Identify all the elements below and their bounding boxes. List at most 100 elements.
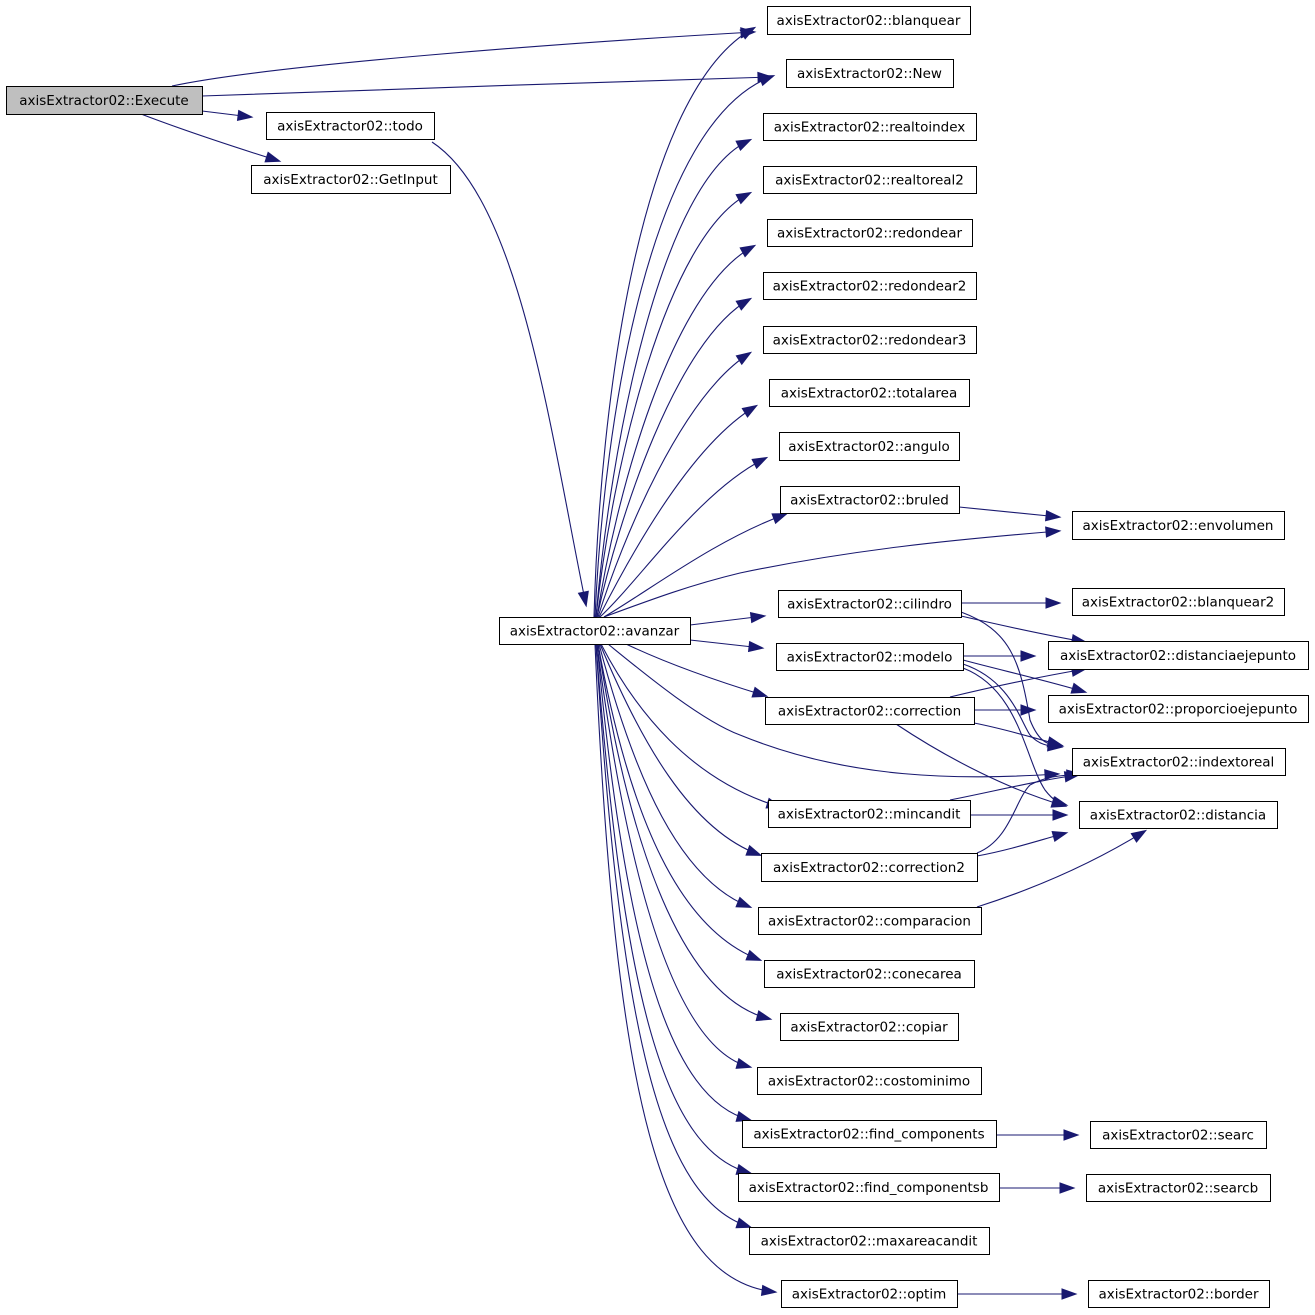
node-optim[interactable]: axisExtractor02::optim (781, 1280, 958, 1308)
node-blanquear2[interactable]: axisExtractor02::blanquear2 (1072, 588, 1285, 616)
node-box[interactable] (768, 800, 971, 828)
edge-line (596, 298, 751, 618)
node-box[interactable] (742, 1120, 997, 1148)
nodes-layer: axisExtractor02::ExecuteaxisExtractor02:… (6, 6, 1309, 1308)
node-getinput[interactable]: axisExtractor02::GetInput (251, 165, 451, 194)
node-realtoreal2[interactable]: axisExtractor02::realtoreal2 (763, 166, 977, 194)
arrowhead-icon (1044, 509, 1062, 522)
node-box[interactable] (266, 112, 435, 140)
node-distanciaejepunto[interactable]: axisExtractor02::distanciaejepunto (1048, 641, 1309, 670)
edge-line (603, 530, 1060, 618)
node-cilindro[interactable]: axisExtractor02::cilindro (778, 590, 962, 618)
node-distancia[interactable]: axisExtractor02::distancia (1079, 801, 1278, 829)
node-box[interactable] (763, 166, 977, 194)
node-redondear3[interactable]: axisExtractor02::redondear3 (763, 326, 977, 354)
node-box[interactable] (764, 960, 975, 988)
edge-line (949, 668, 1086, 698)
node-conecarea[interactable]: axisExtractor02::conecarea (764, 960, 975, 988)
node-realtoindex[interactable]: axisExtractor02::realtoindex (763, 113, 977, 141)
node-box[interactable] (786, 59, 954, 88)
node-box[interactable] (6, 86, 203, 115)
arrowhead-icon (735, 191, 753, 205)
node-box[interactable] (763, 272, 977, 300)
node-redondear[interactable]: axisExtractor02::redondear (767, 219, 973, 247)
node-box[interactable] (758, 907, 982, 935)
node-totalarea[interactable]: axisExtractor02::totalarea (769, 379, 970, 407)
node-label: axisExtractor02::searc (1102, 1128, 1254, 1144)
node-find-components[interactable]: axisExtractor02::find_components (742, 1120, 997, 1148)
node-box[interactable] (765, 697, 975, 725)
edge-line (976, 773, 1081, 854)
node-box[interactable] (1048, 695, 1309, 723)
node-box[interactable] (1086, 1174, 1271, 1202)
node-box[interactable] (769, 379, 970, 407)
node-box[interactable] (749, 1227, 990, 1255)
node-todo[interactable]: axisExtractor02::todo (266, 112, 435, 140)
edge-line (596, 643, 751, 1121)
node-box[interactable] (1090, 1121, 1267, 1149)
node-box[interactable] (781, 1280, 958, 1308)
node-execute[interactable]: axisExtractor02::Execute (6, 86, 203, 115)
node-find-componentsb[interactable]: axisExtractor02::find_componentsb (738, 1173, 1000, 1202)
node-label: axisExtractor02::find_componentsb (749, 1180, 989, 1196)
node-comparacion[interactable]: axisExtractor02::comparacion (758, 907, 982, 935)
node-box[interactable] (763, 113, 977, 141)
node-box[interactable] (780, 486, 960, 514)
node-box[interactable] (761, 853, 978, 882)
node-correction2[interactable]: axisExtractor02::correction2 (761, 853, 978, 882)
node-searc[interactable]: axisExtractor02::searc (1090, 1121, 1267, 1149)
node-box[interactable] (1048, 641, 1309, 670)
arrowhead-icon (1050, 796, 1068, 808)
arrowhead-icon (735, 138, 753, 152)
node-envolumen[interactable]: axisExtractor02::envolumen (1072, 511, 1285, 540)
edge-execute-to-blanquear (171, 27, 757, 87)
edge-find_componentsb-to-searcb (999, 1182, 1076, 1194)
node-new[interactable]: axisExtractor02::New (786, 59, 954, 88)
node-costominimo[interactable]: axisExtractor02::costominimo (757, 1067, 982, 1095)
node-box[interactable] (763, 326, 977, 354)
arrowhead-icon (760, 1284, 778, 1297)
node-modelo[interactable]: axisExtractor02::modelo (776, 643, 964, 671)
node-angulo[interactable]: axisExtractor02::angulo (779, 432, 960, 461)
node-proporcioejepunto[interactable]: axisExtractor02::proporcioejepunto (1048, 695, 1309, 723)
node-redondear2[interactable]: axisExtractor02::redondear2 (763, 272, 977, 300)
node-label: axisExtractor02::redondear3 (773, 333, 967, 349)
node-searcb[interactable]: axisExtractor02::searcb (1086, 1174, 1271, 1202)
node-box[interactable] (767, 219, 973, 247)
node-box[interactable] (757, 1067, 982, 1095)
node-label: axisExtractor02::cilindro (787, 597, 952, 613)
node-box[interactable] (738, 1173, 1000, 1202)
node-box[interactable] (778, 590, 962, 618)
node-maxareacandit[interactable]: axisExtractor02::maxareacandit (749, 1227, 990, 1255)
edge-avanzar-to-correction2 (599, 643, 763, 856)
node-bruled[interactable]: axisExtractor02::bruled (780, 486, 960, 514)
node-indextoreal[interactable]: axisExtractor02::indextoreal (1072, 748, 1286, 776)
node-blanquear[interactable]: axisExtractor02::blanquear (767, 6, 971, 35)
node-mincandit[interactable]: axisExtractor02::mincandit (768, 800, 971, 828)
node-box[interactable] (251, 165, 451, 194)
node-avanzar[interactable]: axisExtractor02::avanzar (499, 617, 691, 645)
node-box[interactable] (1088, 1280, 1270, 1308)
node-box[interactable] (1072, 511, 1285, 540)
arrowhead-icon (1059, 1182, 1076, 1194)
node-border[interactable]: axisExtractor02::border (1088, 1280, 1270, 1308)
node-correction[interactable]: axisExtractor02::correction (765, 697, 975, 725)
node-box[interactable] (776, 643, 964, 671)
node-box[interactable] (1072, 588, 1285, 616)
node-copiar[interactable]: axisExtractor02::copiar (780, 1013, 959, 1041)
node-label: axisExtractor02::maxareacandit (761, 1234, 978, 1250)
node-label: axisExtractor02::correction2 (773, 860, 965, 876)
edge-avanzar-to-redondear3 (597, 351, 753, 618)
node-box[interactable] (780, 1013, 959, 1041)
node-label: axisExtractor02::indextoreal (1083, 755, 1275, 771)
node-box[interactable] (779, 432, 960, 461)
node-box[interactable] (767, 6, 971, 35)
arrowhead-icon (264, 151, 282, 163)
node-box[interactable] (1072, 748, 1286, 776)
node-box[interactable] (1079, 801, 1278, 829)
edge-avanzar-to-totalarea (598, 404, 759, 618)
node-box[interactable] (499, 617, 691, 645)
edge-modelo-to-distanciaejepunto (963, 650, 1037, 662)
edge-line (598, 643, 751, 908)
